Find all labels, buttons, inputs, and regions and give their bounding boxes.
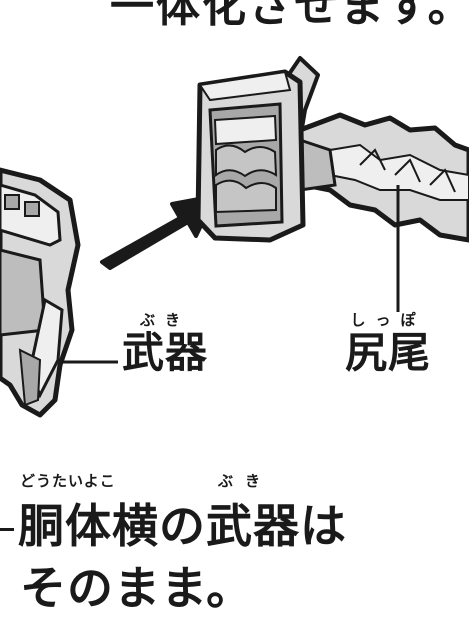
furigana-caption-buki: ぶき — [218, 472, 273, 490]
caption-dash — [0, 528, 14, 531]
caption-line-2: そのまま。 — [20, 561, 254, 615]
weapon-part — [0, 167, 81, 418]
label-shippo: しっぽ 尻尾 — [345, 313, 431, 374]
label-buki: ぶき 武器 — [122, 313, 208, 374]
caption-line-1: 胴体横の武器は — [0, 490, 347, 556]
caption-line-1-text: 胴体横の武器は — [18, 499, 347, 553]
assembly-illustration — [0, 56, 469, 418]
furigana-doutaiyoko: どうたいよこ — [20, 472, 116, 490]
tail-part — [195, 56, 469, 243]
furigana-buki: ぶき — [140, 311, 191, 329]
top-instruction-text: 一体化させます。 — [110, 0, 469, 32]
label-shippo-text: 尻尾 — [345, 328, 432, 377]
label-buki-text: 武器 — [122, 328, 209, 377]
furigana-shippo: しっぽ — [350, 311, 426, 329]
